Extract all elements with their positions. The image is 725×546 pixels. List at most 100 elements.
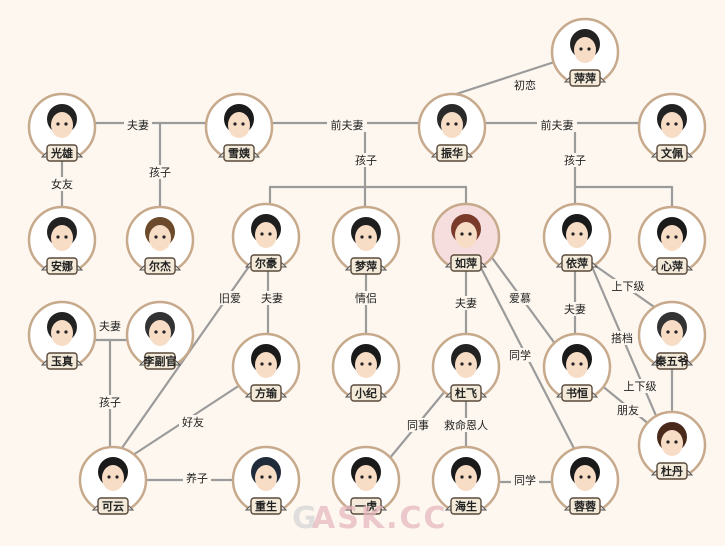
avatar-eye <box>674 122 678 126</box>
avatar-face <box>661 225 683 251</box>
person-name: 可云 <box>102 500 124 513</box>
relation-aimu: 爱慕 <box>509 291 531 305</box>
name-tag <box>561 254 593 272</box>
node-haisheng: 海生 <box>431 445 501 515</box>
relation-tongshi: 同事 <box>407 419 429 432</box>
person-name: 如萍 <box>455 256 477 270</box>
person-name: 依萍 <box>566 256 588 270</box>
avatar-eye <box>115 475 119 479</box>
avatar-eye <box>260 232 264 236</box>
avatar-eye <box>454 122 458 126</box>
node-erhao: 尔豪 <box>231 202 301 272</box>
relation-haizi_zh: 孩子 <box>355 154 377 167</box>
relation-label-bg <box>561 302 589 316</box>
avatar-face <box>51 225 73 251</box>
relation-label-bg <box>404 418 432 432</box>
relation-haizi_xy: 孩子 <box>149 166 171 179</box>
person-name: 萍萍 <box>574 71 596 85</box>
relation-label-bg <box>608 331 636 345</box>
name-tag <box>450 384 482 402</box>
relation-qinglv: 情侣 <box>355 291 377 305</box>
avatar-eye <box>460 362 464 366</box>
watermark-text: ASK.CC <box>312 501 448 536</box>
person-name: 文佩 <box>661 146 683 160</box>
node-pingping: 萍萍 <box>550 17 620 87</box>
avatar-eye <box>241 122 245 126</box>
avatar-eye <box>460 232 464 236</box>
relation-tongxue2: 同学 <box>514 473 536 487</box>
avatar-eye <box>571 362 575 366</box>
avatar-eye <box>56 330 60 334</box>
relation-label-bg <box>561 153 589 167</box>
name-tag <box>656 352 688 370</box>
person-name: 安娜 <box>51 259 73 273</box>
name-tag <box>350 497 382 515</box>
avatar-face <box>574 37 596 63</box>
relation-yangzi: 养子 <box>186 471 208 485</box>
node-keyun: 可云 <box>78 445 148 515</box>
relation-fuqi_gx: 夫妻 <box>127 119 149 132</box>
avatar-eye <box>268 232 272 236</box>
avatar-eye <box>56 235 60 239</box>
avatar-face <box>51 112 73 138</box>
avatar-eye <box>154 330 158 334</box>
avatar-eye <box>162 235 166 239</box>
node-wenpei: 文佩 <box>637 92 707 162</box>
avatar-eye <box>674 440 678 444</box>
avatar-eye <box>360 475 364 479</box>
person-name: 一虎 <box>355 499 377 513</box>
name-tag <box>250 384 282 402</box>
avatar-face <box>255 465 277 491</box>
name-tag <box>223 144 255 162</box>
avatar-eye <box>260 362 264 366</box>
relation-label-bg <box>506 291 534 305</box>
node-guangxiong: 光雄 <box>27 92 97 162</box>
avatar-eye <box>162 330 166 334</box>
avatar-eye <box>368 235 372 239</box>
avatar-face <box>255 352 277 378</box>
name-tag <box>144 352 176 370</box>
node-chongsheng: 重生 <box>231 445 301 515</box>
node-xinping: 心萍 <box>637 205 707 275</box>
avatar-face <box>355 225 377 251</box>
relation-label-bg <box>183 471 211 485</box>
relation-label-bg <box>327 118 367 132</box>
avatar-face <box>455 222 477 248</box>
name-tag <box>46 144 78 162</box>
avatar-face <box>566 352 588 378</box>
node-anna: 安娜 <box>27 205 97 275</box>
node-lifuguan: 李副官 <box>125 300 195 370</box>
relation-haoyou: 好友 <box>182 415 204 429</box>
node-shuheng: 书恒 <box>542 332 612 402</box>
person-name: 蓉蓉 <box>574 499 597 513</box>
relation-label-bg <box>179 415 207 429</box>
relation-label-bg <box>511 473 539 487</box>
person-name: 尔豪 <box>254 256 277 270</box>
name-tag <box>450 254 482 272</box>
avatar-face <box>228 112 250 138</box>
avatar-face <box>661 320 683 346</box>
person-name: 尔杰 <box>148 259 171 273</box>
node-ruping: 如萍 <box>431 202 501 272</box>
node-xiaoji: 小纪 <box>331 332 401 402</box>
relation-label-bg <box>258 291 286 305</box>
person-name: 杜丹 <box>661 464 683 478</box>
relation-haizi_yz: 孩子 <box>99 396 121 409</box>
node-dufei: 杜飞 <box>431 332 501 402</box>
avatar-eye <box>268 362 272 366</box>
avatar-face <box>102 465 124 491</box>
node-xueyi: 雪姨 <box>204 92 274 162</box>
name-tag <box>436 144 468 162</box>
relation-jiuai: 旧爱 <box>219 292 241 305</box>
person-name: 光雄 <box>50 146 73 160</box>
node-qinwuye: 秦五爷 <box>637 300 707 370</box>
avatar-eye <box>579 47 583 51</box>
avatar-eye <box>446 122 450 126</box>
node-erjie: 尔杰 <box>125 205 195 275</box>
relation-shangxiaji1: 上下级 <box>612 280 645 293</box>
avatar-eye <box>64 330 68 334</box>
name-tag <box>350 257 382 275</box>
relation-dadang: 搭档 <box>611 331 633 345</box>
avatar-face <box>661 112 683 138</box>
avatar-eye <box>571 232 575 236</box>
